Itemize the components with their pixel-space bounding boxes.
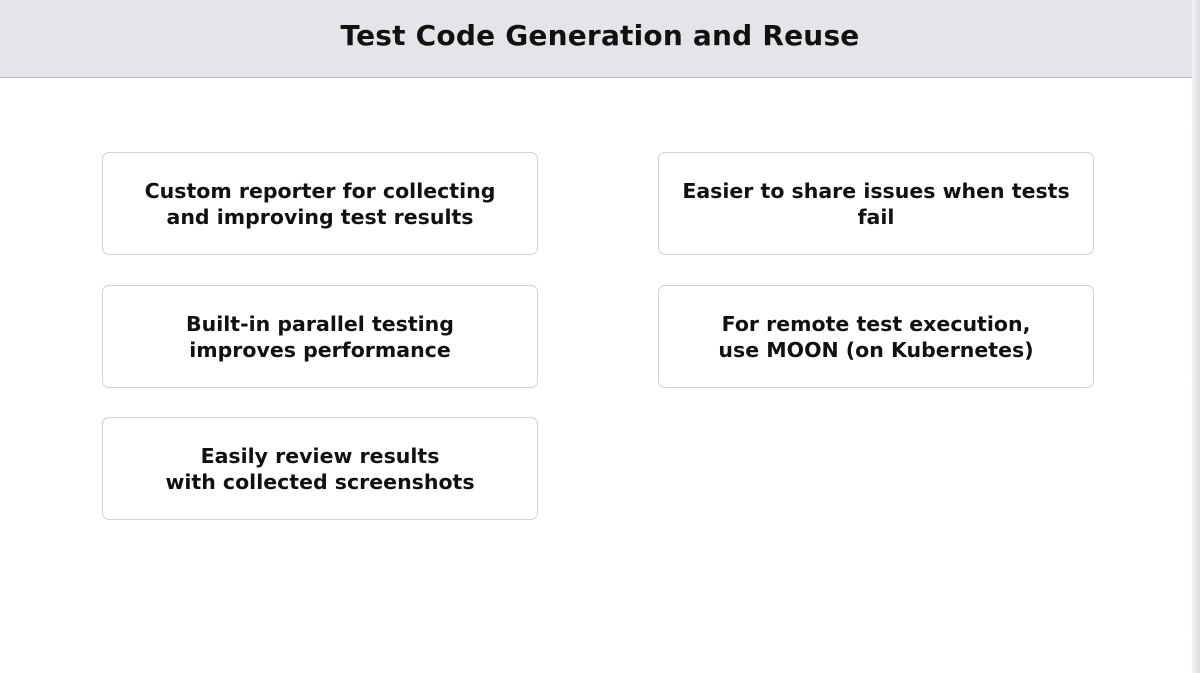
feature-card-remote-execution: For remote test execution, use MOON (on … [658,285,1094,388]
feature-card-share-issues: Easier to share issues when tests fail [658,152,1094,255]
page-title: Test Code Generation and Reuse [340,19,860,52]
feature-card-text: Easily review results with collected scr… [165,443,475,494]
feature-card-screenshots: Easily review results with collected scr… [102,417,538,520]
feature-card-text: For remote test execution, use MOON (on … [718,311,1034,362]
title-bar: Test Code Generation and Reuse [0,0,1200,78]
feature-card-custom-reporter: Custom reporter for collecting and impro… [102,152,538,255]
feature-card-text: Built-in parallel testing improves perfo… [186,311,454,362]
window-edge [1192,0,1200,673]
feature-card-text: Custom reporter for collecting and impro… [144,178,496,229]
feature-card-parallel-testing: Built-in parallel testing improves perfo… [102,285,538,388]
feature-card-text: Easier to share issues when tests fail [682,178,1070,229]
